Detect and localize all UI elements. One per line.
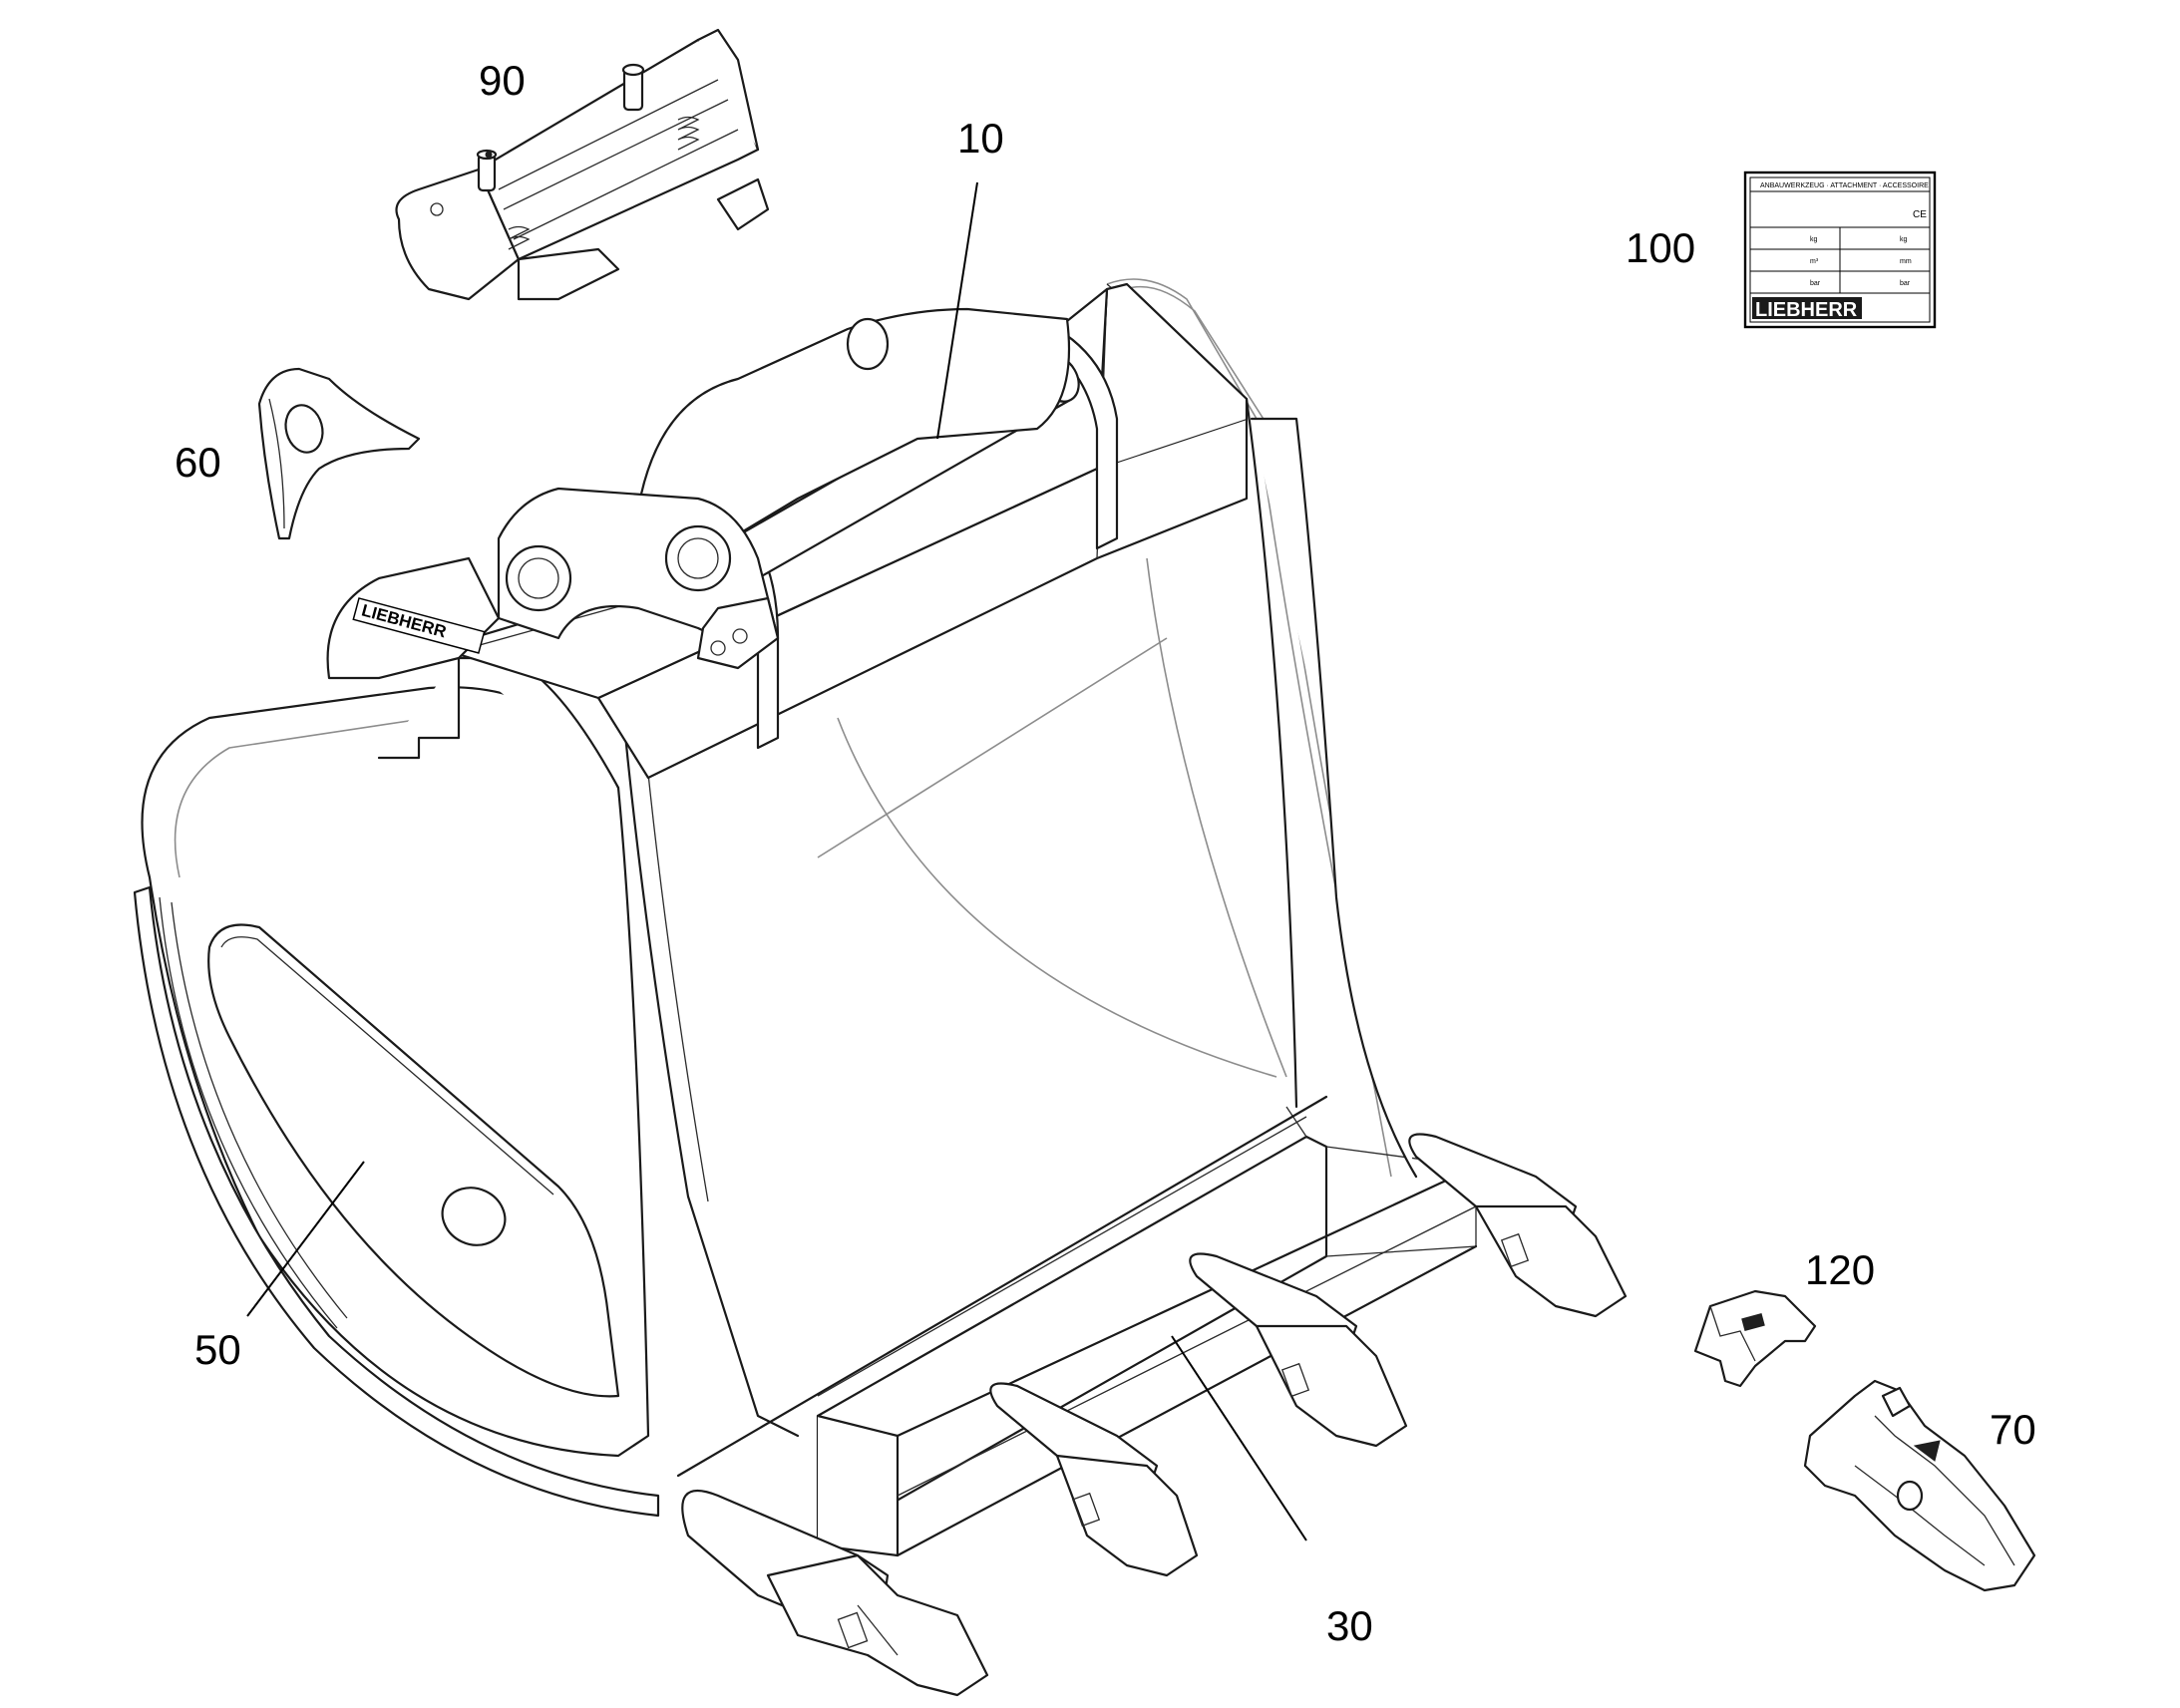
plate-ce-mark: CE	[1913, 209, 1927, 220]
plate-brand: LIEBHERR	[1755, 299, 1858, 321]
part-90-coupler	[395, 28, 770, 301]
tooth-1	[681, 1490, 989, 1697]
part-60-shroud	[257, 367, 421, 540]
tooth-4	[1408, 1133, 1628, 1318]
tooth-2	[989, 1382, 1199, 1577]
callout-30: 30	[1326, 1602, 1373, 1649]
leader-lines	[246, 181, 1307, 1541]
coupler-springs	[508, 116, 700, 250]
plate-row1-right: kg	[1900, 236, 1908, 243]
callout-120: 120	[1805, 1246, 1875, 1293]
bucket-teeth	[681, 1133, 1628, 1697]
plate-header: ANBAUWERKZEUG · ATTACHMENT · ACCESSOIRE	[1760, 182, 1929, 189]
callout-70: 70	[1990, 1406, 2036, 1453]
callout-50: 50	[194, 1326, 241, 1373]
plate-row3-right: bar	[1900, 280, 1911, 287]
plate-row3-left: bar	[1810, 280, 1821, 287]
callout-labels: 10 30 50 60 70 90 100 120	[175, 57, 2036, 1649]
callout-60: 60	[175, 439, 221, 486]
plate-row2-right: mm	[1900, 258, 1912, 265]
part-100-nameplate: ANBAUWERKZEUG · ATTACHMENT · ACCESSOIRE …	[1743, 171, 1937, 329]
part-120-retainer	[1693, 1289, 1817, 1388]
part-70-tooth-tip	[1803, 1379, 2036, 1592]
callout-100: 100	[1626, 224, 1695, 271]
plate-row2-left: m³	[1810, 258, 1819, 265]
leader-10	[936, 181, 978, 440]
tooth-3	[1189, 1252, 1408, 1448]
callout-90: 90	[479, 57, 526, 104]
plate-row1-left: kg	[1810, 236, 1818, 243]
leader-50	[246, 1161, 365, 1317]
bucket-top-linkage: LIEBHERR	[326, 282, 1249, 780]
callout-10: 10	[957, 115, 1004, 162]
leader-30	[1171, 1335, 1307, 1541]
bucket-body	[133, 278, 1478, 1557]
